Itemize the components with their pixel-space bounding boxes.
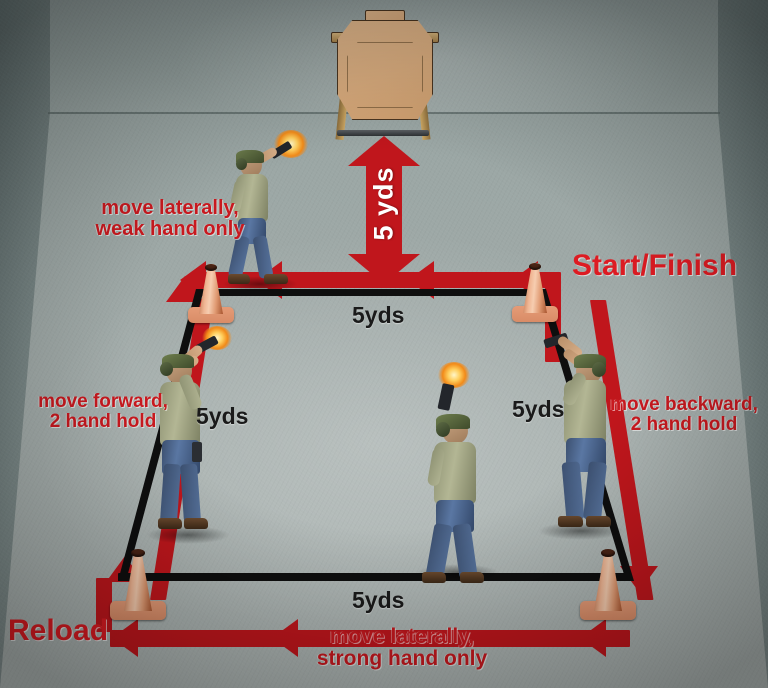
- shooter-top: [222, 130, 308, 292]
- shooter-right: [538, 330, 624, 540]
- instruction-left-line2: 2 hand hold: [49, 411, 157, 433]
- ear-protection-left: [160, 362, 173, 376]
- ear-protection-bottom: [436, 422, 450, 437]
- ear-protection-top: [236, 158, 247, 170]
- path-reload-riser: [96, 578, 112, 632]
- instruction-right: move backward, 2 hand hold: [604, 394, 764, 436]
- instruction-top: move laterally, weak hand only: [80, 197, 260, 241]
- pistol-bottom: [437, 383, 455, 411]
- path-bottom-segment: [110, 630, 630, 647]
- shooter-left: [146, 326, 232, 544]
- silhouette-target: [325, 8, 443, 141]
- instruction-left-line1: move forward,: [38, 391, 168, 412]
- target-distance-arrow: 5 yds: [348, 136, 420, 284]
- arrow-shaft: [366, 162, 402, 260]
- box-bottom-edge: [118, 573, 630, 581]
- instruction-bottom-line2: strong hand only: [316, 647, 488, 671]
- cone-bottom-right: [580, 548, 636, 620]
- box-left-distance-label: 5yds: [196, 403, 249, 429]
- instruction-right-line2: 2 hand hold: [630, 414, 738, 436]
- reload-label: Reload: [8, 614, 109, 647]
- shooter-bottom: [416, 362, 500, 583]
- box-top-distance-label: 5yds: [352, 302, 405, 328]
- ear-protection-right: [592, 362, 606, 377]
- instruction-right-line1: move backward,: [610, 394, 758, 415]
- path-bottom-arrowhead-left: [112, 619, 138, 657]
- instruction-left: move forward, 2 hand hold: [18, 391, 188, 433]
- instruction-bottom: move laterally, strong hand only: [282, 625, 522, 671]
- target-board: [337, 20, 433, 120]
- arrow-head-up: [348, 136, 420, 166]
- box-top-edge: [196, 289, 544, 296]
- box-right-distance-label: 5yds: [512, 396, 565, 422]
- path-bottom-arrowhead-right: [580, 619, 606, 657]
- instruction-top-line2: weak hand only: [95, 218, 245, 241]
- path-bottom-arrowhead-mid: [272, 619, 298, 657]
- target-stand-base: [337, 130, 429, 136]
- holster-left: [192, 442, 202, 462]
- target-scoring-zone: [347, 42, 423, 108]
- cone-bottom-left: [110, 548, 166, 620]
- instruction-bottom-line1: move laterally,: [329, 625, 475, 648]
- cone-top-right: [512, 262, 558, 322]
- instruction-top-line1: move laterally,: [101, 197, 239, 219]
- box-bottom-distance-label: 5yds: [352, 587, 405, 613]
- start-finish-label: Start/Finish: [572, 249, 738, 282]
- cone-top-left: [188, 263, 234, 323]
- target-distance-label: 5 yds: [368, 166, 399, 241]
